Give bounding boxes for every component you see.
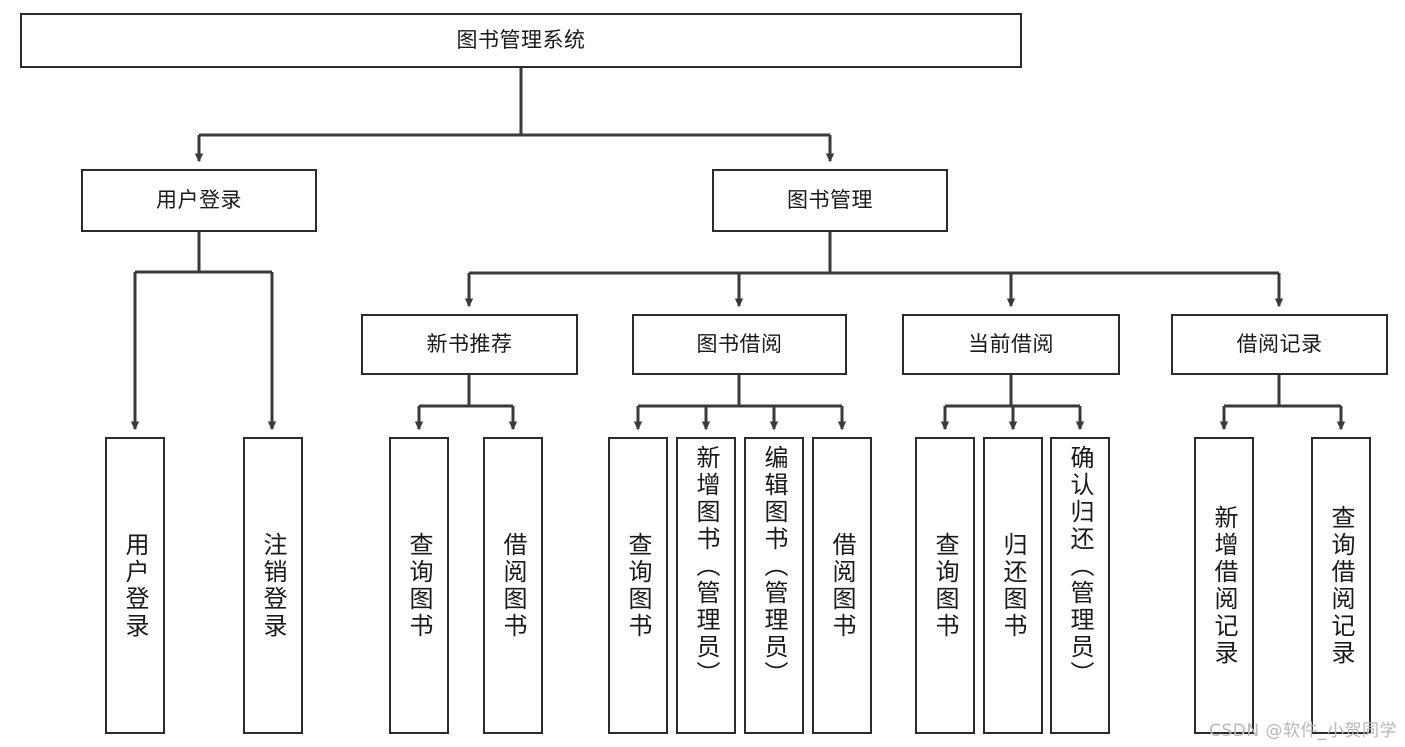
node-leaf-add-record[interactable]: 新增借阅记录 — [1194, 437, 1254, 734]
node-label-leaf-query-book-2: 查询图书 — [624, 531, 652, 640]
node-leaf-edit-book[interactable]: 编辑图书（管理员） — [744, 437, 804, 734]
node-root-system[interactable]: 图书管理系统 — [20, 13, 1022, 68]
node-label-book-manage: 图书管理 — [787, 188, 873, 213]
node-label-leaf-edit-book: 编辑图书（管理员） — [760, 445, 788, 688]
node-label-leaf-user-logout: 注销登录 — [259, 531, 287, 640]
node-label-leaf-borrow-book-2: 借阅图书 — [828, 531, 856, 640]
node-label-root: 图书管理系统 — [456, 28, 586, 53]
node-label-leaf-query-book-1: 查询图书 — [405, 531, 433, 640]
node-leaf-user-login[interactable]: 用户登录 — [105, 437, 165, 734]
node-label-leaf-borrow-book-1: 借阅图书 — [499, 531, 527, 640]
node-leaf-borrow-book-2[interactable]: 借阅图书 — [812, 437, 872, 734]
node-leaf-add-book[interactable]: 新增图书（管理员） — [676, 437, 736, 734]
node-leaf-query-book-3[interactable]: 查询图书 — [915, 437, 975, 734]
node-current-borrow[interactable]: 当前借阅 — [902, 314, 1120, 375]
node-label-current-borrow: 当前借阅 — [968, 332, 1054, 357]
csdn-watermark: CSDN @软件_小贺同学 — [1209, 721, 1397, 741]
node-label-leaf-confirm-return: 确认归还（管理员） — [1066, 445, 1094, 688]
node-book-borrow[interactable]: 图书借阅 — [632, 314, 847, 375]
node-leaf-user-logout[interactable]: 注销登录 — [243, 437, 303, 734]
node-leaf-confirm-return[interactable]: 确认归还（管理员） — [1050, 437, 1110, 734]
node-label-leaf-query-book-3: 查询图书 — [931, 531, 959, 640]
node-user-login[interactable]: 用户登录 — [81, 169, 317, 232]
node-label-leaf-add-book: 新增图书（管理员） — [692, 445, 720, 688]
node-leaf-query-record[interactable]: 查询借阅记录 — [1311, 437, 1371, 734]
node-leaf-borrow-book-1[interactable]: 借阅图书 — [483, 437, 543, 734]
node-label-new-book-recommend: 新书推荐 — [426, 332, 513, 357]
node-label-leaf-user-login: 用户登录 — [121, 531, 149, 640]
node-label-leaf-return-book: 归还图书 — [999, 531, 1027, 640]
node-new-book-recommend[interactable]: 新书推荐 — [361, 314, 578, 375]
node-borrow-record[interactable]: 借阅记录 — [1171, 314, 1388, 375]
node-label-book-borrow: 图书借阅 — [696, 332, 783, 357]
node-label-borrow-record: 借阅记录 — [1236, 332, 1323, 357]
node-leaf-return-book[interactable]: 归还图书 — [983, 437, 1043, 734]
node-book-manage[interactable]: 图书管理 — [712, 169, 948, 232]
node-leaf-query-book-1[interactable]: 查询图书 — [389, 437, 449, 734]
node-label-leaf-add-record: 新增借阅记录 — [1210, 504, 1238, 667]
node-label-leaf-query-record: 查询借阅记录 — [1327, 504, 1355, 667]
node-label-user-login: 用户登录 — [156, 188, 242, 213]
node-leaf-query-book-2[interactable]: 查询图书 — [608, 437, 668, 734]
